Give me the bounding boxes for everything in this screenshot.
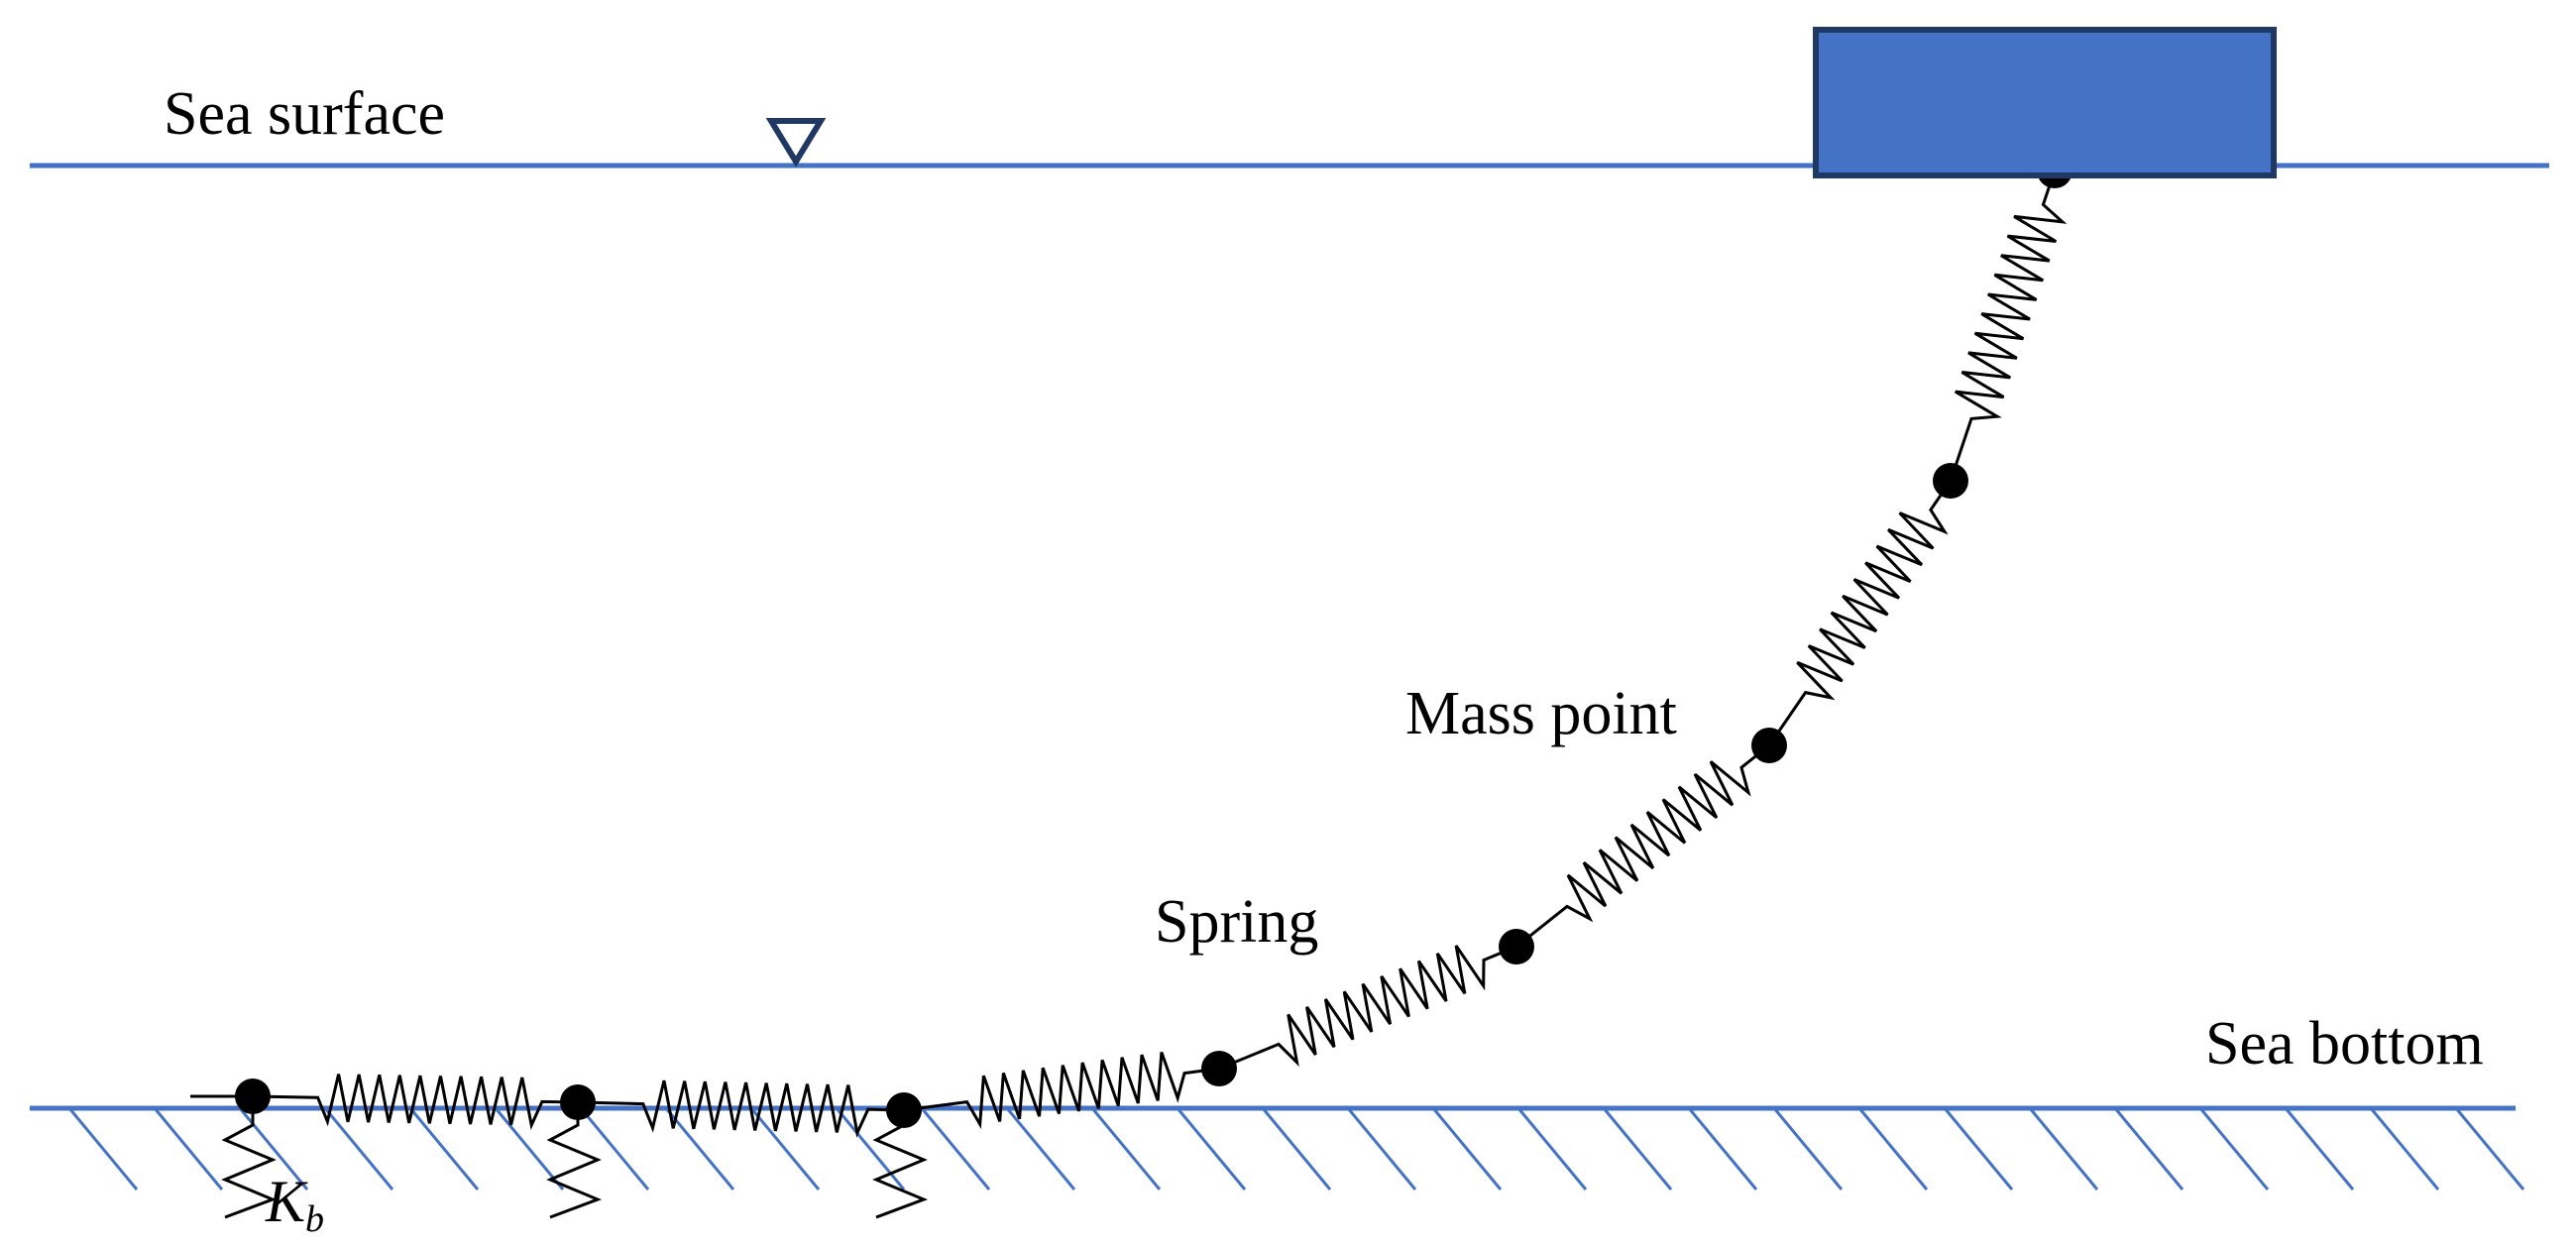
hatch-line <box>749 1107 821 1191</box>
hatch-line <box>1943 1107 2014 1191</box>
hatch-line <box>494 1107 565 1191</box>
mooring-spring <box>1515 743 1770 949</box>
sea-surface-label: Sea surface <box>164 80 445 148</box>
mooring-spring <box>1218 945 1517 1071</box>
hatch-line <box>2113 1107 2184 1191</box>
hatch-line <box>1431 1107 1503 1191</box>
mass-point-label: Mass point <box>1405 680 1677 747</box>
spring-label: Spring <box>1155 888 1318 956</box>
hatch-line <box>153 1107 224 1191</box>
hatch-line <box>1176 1107 1247 1191</box>
mass-points <box>235 153 2072 1128</box>
hatch-line <box>1687 1107 1758 1191</box>
floating-buoy <box>1813 27 2277 178</box>
mooring-spring <box>1949 170 2068 482</box>
mooring-spring <box>252 1074 579 1131</box>
hatch-line <box>2369 1107 2440 1191</box>
mass-point <box>235 1078 271 1114</box>
hatch-line <box>1772 1107 1844 1191</box>
hatch-line <box>2028 1107 2099 1191</box>
water-level-icon <box>765 118 827 168</box>
mass-point <box>886 1092 922 1128</box>
hatch-line <box>835 1107 906 1191</box>
seabed-spring <box>546 1102 603 1219</box>
stiffness-symbol: K <box>265 1169 308 1234</box>
hatch-line <box>579 1107 650 1191</box>
hatch-line <box>2284 1107 2355 1191</box>
hatch-line <box>408 1107 480 1191</box>
mass-point <box>1751 728 1787 763</box>
mooring-spring <box>1767 480 1953 746</box>
mass-point <box>560 1084 596 1120</box>
mass-point <box>1201 1051 1237 1086</box>
mooring-spring <box>903 1052 1220 1130</box>
hatch-line <box>1857 1107 1929 1191</box>
mooring-spring <box>577 1079 905 1138</box>
hatch-line <box>2198 1107 2270 1191</box>
hatch-line <box>1261 1107 1332 1191</box>
hatch-line <box>1516 1107 1588 1191</box>
mass-point <box>1499 929 1534 964</box>
hatch-line <box>1346 1107 1417 1191</box>
mooring-line <box>190 170 2068 1138</box>
stiffness-subscript: b <box>305 1198 324 1240</box>
hatch-line <box>1005 1107 1076 1191</box>
hatch-line <box>1602 1107 1673 1191</box>
stiffness-label: Kb <box>265 1169 324 1240</box>
hatch-line <box>1090 1107 1162 1191</box>
hatch-line <box>664 1107 735 1191</box>
hatch-line <box>323 1107 394 1191</box>
hatch-line <box>2454 1107 2525 1191</box>
hatch-line <box>238 1107 309 1191</box>
seabed-spring <box>221 1102 278 1219</box>
hatch-line <box>920 1107 991 1191</box>
seabed-hatching <box>67 1107 2525 1191</box>
sea-bottom-label: Sea bottom <box>2205 1010 2484 1078</box>
mass-point <box>1933 463 1968 499</box>
hatch-line <box>67 1107 139 1191</box>
